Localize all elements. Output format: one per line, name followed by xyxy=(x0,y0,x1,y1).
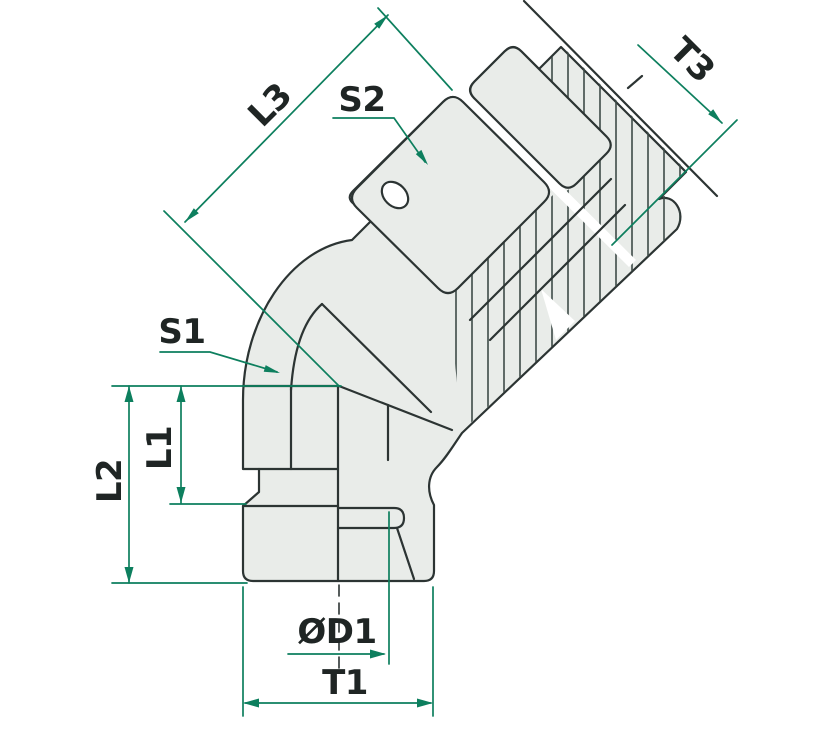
arrowhead xyxy=(415,149,428,165)
dimension-l3 xyxy=(163,7,453,387)
arrowhead xyxy=(417,698,433,708)
arrowhead xyxy=(124,567,134,583)
elbow-shoulder-slant xyxy=(337,384,454,432)
arrowhead xyxy=(263,365,280,373)
extension-line xyxy=(377,7,453,91)
dimension-t3 xyxy=(611,44,738,246)
extension-line xyxy=(611,119,738,246)
dimension-t1 xyxy=(242,586,434,717)
dimension-l2 xyxy=(111,385,342,584)
dimension-s1 xyxy=(159,351,280,373)
swivel-nut-face xyxy=(350,95,551,295)
fitting-body xyxy=(241,0,719,669)
dimension-s2 xyxy=(332,117,428,165)
component-gap xyxy=(485,117,636,267)
arrowhead xyxy=(708,109,722,123)
label-l2: L2 xyxy=(90,459,130,503)
dimension-annotations xyxy=(111,7,738,717)
arrowhead xyxy=(370,649,386,659)
leader-line xyxy=(159,351,278,373)
extension-line xyxy=(163,210,340,387)
arrowhead xyxy=(176,487,186,503)
inner-bend-arc xyxy=(289,302,324,392)
thread-line xyxy=(468,177,613,322)
port-surface-line-2 xyxy=(626,74,644,90)
label-l1: L1 xyxy=(140,426,180,470)
locknut-face xyxy=(469,46,612,189)
label-l3: L3 xyxy=(240,75,300,135)
label-s1: S1 xyxy=(158,312,205,352)
dimension-l1 xyxy=(169,385,247,505)
arrowhead xyxy=(243,698,259,708)
nut-face-hole xyxy=(380,180,410,210)
arrowhead xyxy=(176,386,186,402)
arrowhead xyxy=(185,208,199,222)
dimension-d1 xyxy=(287,511,390,665)
label-d1: ØD1 xyxy=(297,612,376,652)
dimension-line xyxy=(184,14,389,223)
label-s2: S2 xyxy=(338,80,385,120)
arrowhead xyxy=(374,15,388,29)
port-surface-line xyxy=(522,0,719,198)
label-t3: T3 xyxy=(661,30,722,91)
label-t1: T1 xyxy=(322,663,368,703)
thread-line xyxy=(488,203,627,342)
arrowhead xyxy=(124,386,134,402)
section-hatch-region xyxy=(448,46,686,431)
thread-runout-wedge xyxy=(541,289,575,340)
leader-line xyxy=(332,117,426,163)
dimension-line xyxy=(637,44,723,124)
collar-chamfer-edge xyxy=(395,526,416,581)
bend-face-line xyxy=(320,302,433,414)
